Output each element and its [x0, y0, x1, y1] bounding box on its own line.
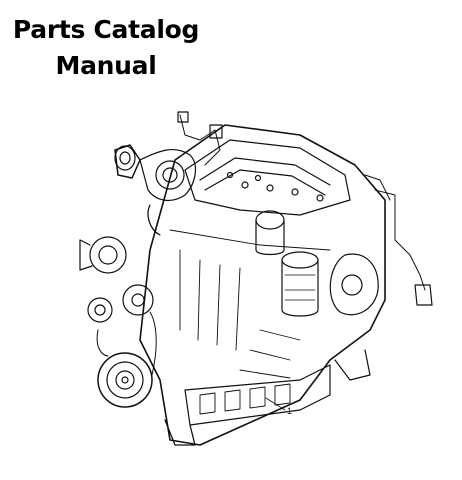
oil-pan: [184, 364, 331, 426]
turbocharger: [114, 144, 197, 236]
crankshaft-pulley: [97, 352, 153, 408]
cover-title: Parts Catalog Manual: [0, 12, 212, 84]
alternator: [79, 236, 127, 274]
block-ribs: [169, 229, 331, 379]
front-mount: [164, 419, 196, 446]
water-pump: [122, 284, 154, 316]
idler-pulley: [87, 297, 113, 323]
engine-block: [139, 124, 386, 446]
fuel-filter: [255, 210, 285, 256]
top-harness: [179, 114, 221, 166]
title-line-1: Parts Catalog: [12, 15, 200, 44]
drive-belt: [96, 311, 157, 376]
flywheel-housing: [329, 253, 379, 316]
side-harness: [374, 189, 426, 291]
title-line-2: Manual: [55, 51, 157, 80]
callout-1-label: 1: [287, 406, 292, 416]
valve-cover-bolts: [226, 171, 324, 202]
rear-mount: [334, 349, 371, 381]
valve-cover: [184, 139, 351, 216]
oil-filter: [281, 251, 319, 317]
engine-illustration: 1: [79, 111, 433, 446]
callout-1: 1: [265, 397, 292, 416]
